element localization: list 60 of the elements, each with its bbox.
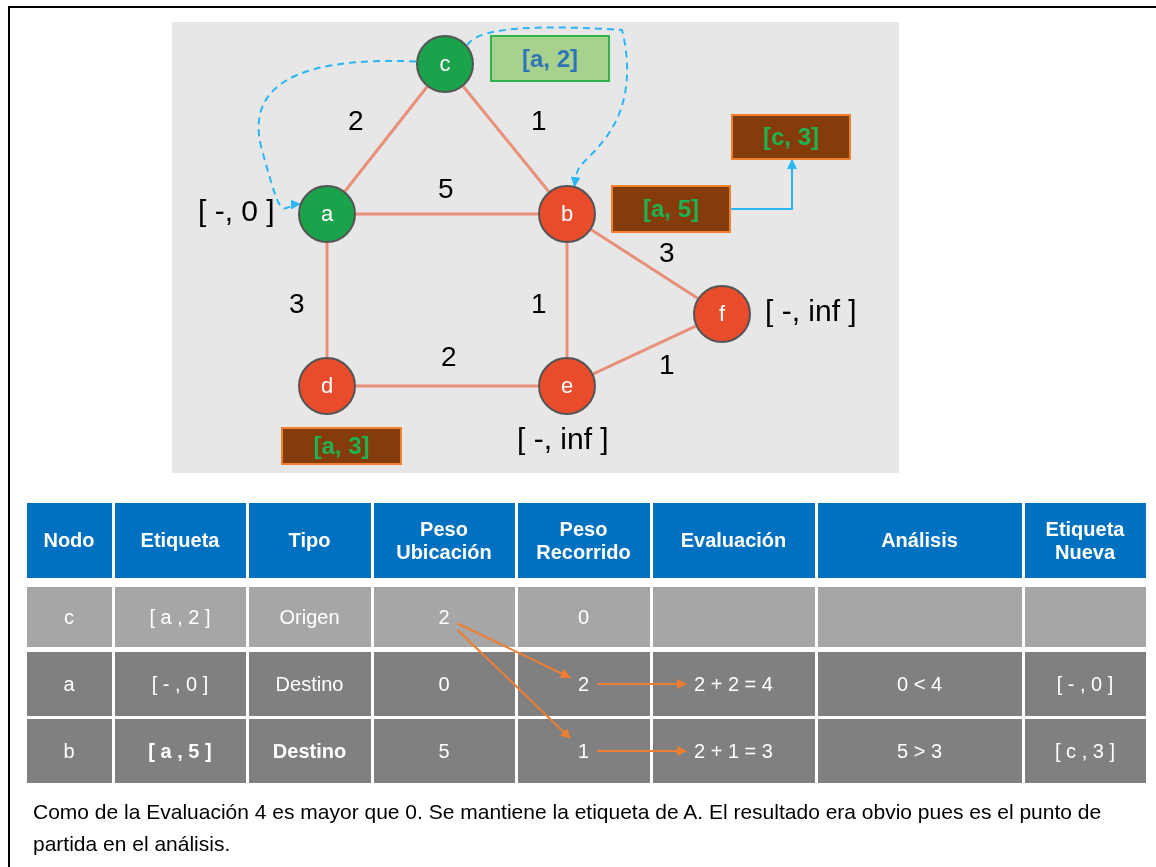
cell-text: Destino xyxy=(275,672,344,696)
node-tag: [ -, 0 ] xyxy=(198,194,275,228)
cell-text: a xyxy=(63,672,75,696)
table-value: 1 xyxy=(569,737,598,765)
arrow xyxy=(596,746,687,756)
arrow xyxy=(596,679,687,689)
label-box: [a, 2] xyxy=(490,35,610,82)
label-box: [a, 3] xyxy=(281,427,402,465)
cell-text: [ a , 5 ] xyxy=(148,739,212,763)
header-text: Peso Ubicación xyxy=(395,517,493,564)
header-text: Etiqueta Nueva xyxy=(1044,517,1126,564)
cell-text: 5 xyxy=(438,739,450,763)
header-text: Peso Recorrido xyxy=(535,517,632,564)
arrow xyxy=(456,622,571,679)
edge-label: 2 xyxy=(441,341,457,373)
edge-line xyxy=(565,243,569,357)
cell-text: b xyxy=(63,739,75,763)
edge-line xyxy=(590,228,699,300)
cell-text: [ c , 3 ] xyxy=(1055,739,1115,763)
edge-label: 1 xyxy=(531,288,547,320)
header-text: Evaluación xyxy=(680,529,787,552)
table-value: 2 + 1 = 3 xyxy=(686,737,781,765)
label-box: [a, 5] xyxy=(611,185,731,233)
cell-text: Origen xyxy=(279,605,340,629)
dashed-arrow xyxy=(466,26,629,187)
header-text: Nodo xyxy=(43,529,95,552)
cell-text: 0 < 4 xyxy=(896,672,942,696)
cell-text: c xyxy=(64,605,74,629)
edge-label: 2 xyxy=(348,105,364,137)
caption-text: Como de la Evaluación 4 es mayor que 0. Se mantiene la etiqueta de A. El resultado era obvio pues es el punto de partida en el análisis. xyxy=(33,799,1103,857)
arrow xyxy=(456,629,571,739)
table-value: 2 xyxy=(569,670,598,698)
edge-line xyxy=(325,243,329,357)
node-tag: [ -, inf ] xyxy=(765,294,857,328)
cell-text: 0 xyxy=(438,672,450,696)
edge-line xyxy=(462,85,550,193)
header-text: Etiqueta xyxy=(140,529,220,552)
cell-text: [ a , 2 ] xyxy=(149,605,211,629)
cell-text: [ - , 0 ] xyxy=(1056,672,1114,696)
edge-label: 1 xyxy=(659,349,675,381)
node-tag: [ -, inf ] xyxy=(517,422,609,456)
cell-text: Destino xyxy=(272,739,347,763)
cell-text: 0 xyxy=(577,605,590,629)
dashed-arrow xyxy=(257,59,418,211)
edge-label: 3 xyxy=(289,288,305,320)
cell-text: 5 > 3 xyxy=(896,739,942,763)
edge-label: 3 xyxy=(659,237,675,269)
edge-line xyxy=(356,384,538,388)
edge-line xyxy=(356,212,538,216)
table-value: 2 xyxy=(430,603,458,631)
header-text: Tipo xyxy=(288,529,331,552)
header-text: Análisis xyxy=(881,529,958,552)
arrow xyxy=(730,159,797,210)
table-value: 2 + 2 = 4 xyxy=(686,670,781,698)
edge-label: 1 xyxy=(531,105,547,137)
edge-label: 5 xyxy=(438,173,454,205)
cell-text: [ - , 0 ] xyxy=(151,672,209,696)
edge-line xyxy=(343,85,429,193)
label-box: [c, 3] xyxy=(731,114,851,160)
edge-line xyxy=(592,324,697,376)
